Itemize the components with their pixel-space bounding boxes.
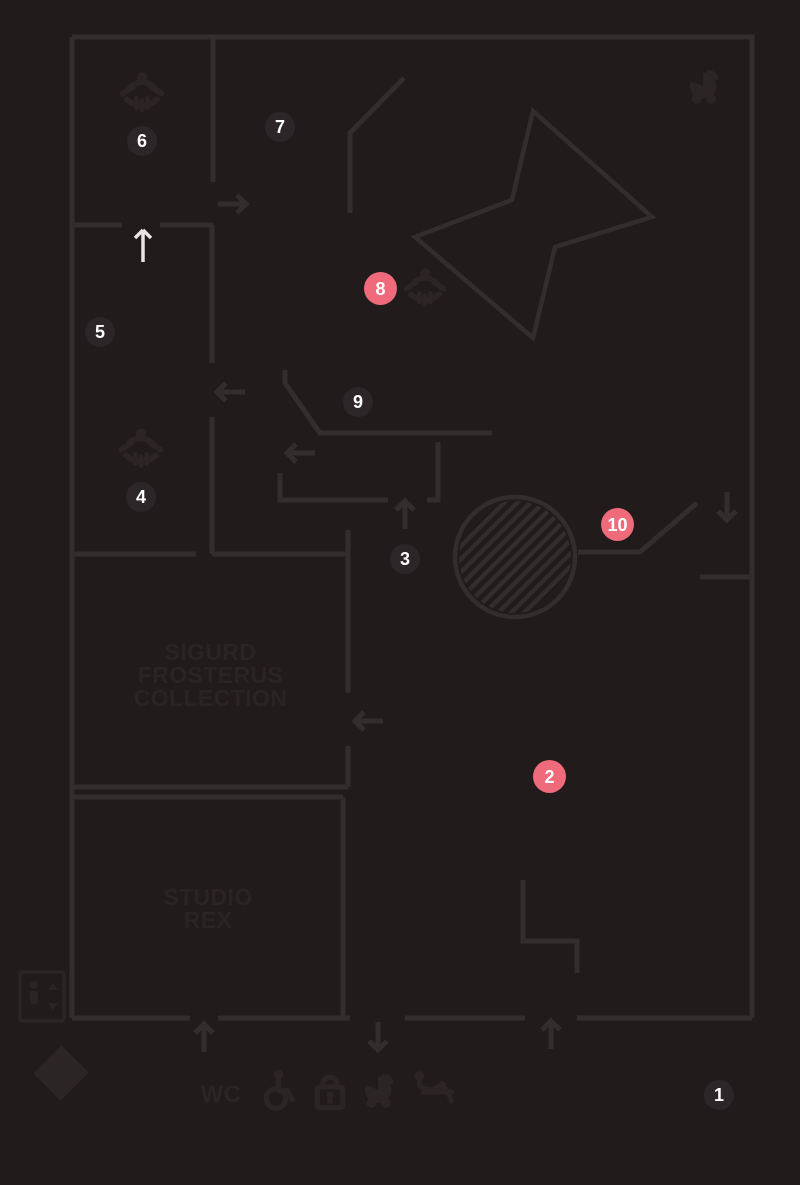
arrow-up-icon bbox=[394, 497, 416, 529]
group-activity-icon bbox=[121, 428, 160, 465]
marker-6[interactable]: 6 bbox=[127, 126, 157, 156]
marker-7[interactable]: 7 bbox=[265, 112, 295, 142]
marker-9[interactable]: 9 bbox=[343, 387, 373, 417]
arrow-left-icon bbox=[351, 710, 383, 732]
arrow-down-icon bbox=[367, 1022, 389, 1054]
elevator-icon bbox=[18, 970, 66, 1023]
stairs-icon bbox=[33, 1045, 89, 1101]
group-activity-icon bbox=[122, 72, 161, 109]
stroller-icon bbox=[690, 72, 716, 103]
room-label-sigurd-frosterus-collection: SIGURD FROSTERUS COLLECTION bbox=[72, 641, 349, 710]
wc-label: WC bbox=[200, 1081, 242, 1108]
marker-5[interactable]: 5 bbox=[85, 317, 115, 347]
arrow-up-icon bbox=[193, 1020, 215, 1052]
legend-icons bbox=[266, 1070, 451, 1109]
room-label-line: COLLECTION bbox=[133, 685, 288, 711]
marker-4[interactable]: 4 bbox=[126, 482, 156, 512]
group-activity-icon bbox=[406, 268, 443, 304]
walls bbox=[69, 34, 755, 1021]
stroller-icon bbox=[365, 1076, 391, 1107]
arrow-left-icon bbox=[213, 381, 245, 403]
marker-8[interactable]: 8 bbox=[364, 272, 397, 305]
arrow-down-icon bbox=[716, 492, 738, 524]
room-label-line: SIGURD bbox=[164, 639, 257, 665]
arrow-right-icon bbox=[218, 193, 250, 215]
wheelchair-icon bbox=[266, 1070, 292, 1109]
direction-arrows bbox=[193, 193, 738, 1054]
lock-icon bbox=[317, 1077, 342, 1107]
room-label-line: FROSTERUS bbox=[137, 662, 284, 688]
arrow-left-icon bbox=[283, 442, 315, 464]
room-label-studio-rex: STUDIO REX bbox=[72, 886, 344, 932]
marker-1[interactable]: 1 bbox=[704, 1080, 734, 1110]
entrance-arrow-icon bbox=[133, 228, 153, 262]
marker-10[interactable]: 10 bbox=[601, 508, 634, 541]
room-label-line: REX bbox=[183, 907, 233, 933]
gallery-wall-polygon bbox=[410, 106, 657, 343]
marker-3[interactable]: 3 bbox=[390, 544, 420, 574]
arrow-up-icon bbox=[540, 1017, 562, 1049]
room-label-line: STUDIO bbox=[163, 884, 253, 910]
baby-changing-icon bbox=[414, 1071, 451, 1101]
marker-2[interactable]: 2 bbox=[533, 760, 566, 793]
